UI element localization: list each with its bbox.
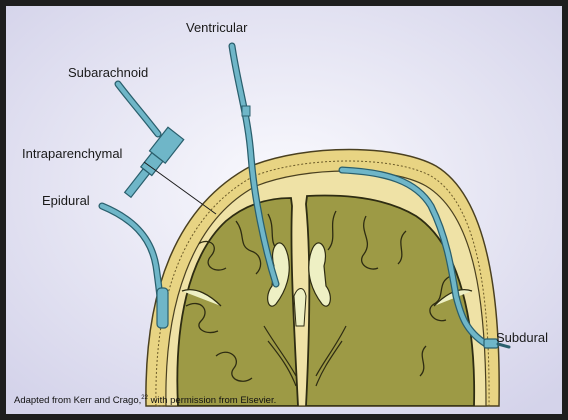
label-intraparenchymal: Intraparenchymal [22, 146, 123, 161]
label-epidural: Epidural [42, 193, 90, 208]
label-subarachnoid: Subarachnoid [68, 65, 148, 80]
brain [177, 196, 474, 406]
epidural-sensor [157, 288, 168, 328]
third-ventricle [294, 289, 306, 327]
credit-suffix: with permission from Elsevier. [148, 395, 276, 406]
label-ventricular: Ventricular [186, 20, 248, 35]
credit-prefix: Adapted from Kerr and Crago, [14, 395, 141, 406]
label-subdural: Subdural [496, 330, 548, 345]
icp-monitoring-diagram: Ventricular Subarachnoid Intraparenchyma… [6, 6, 562, 414]
diagram-canvas: Ventricular Subarachnoid Intraparenchyma… [6, 6, 562, 414]
